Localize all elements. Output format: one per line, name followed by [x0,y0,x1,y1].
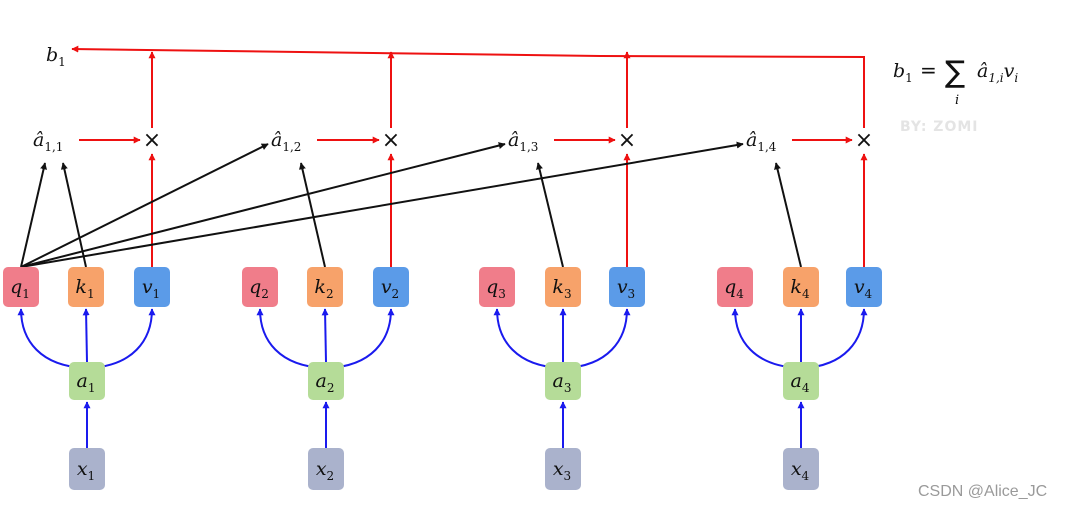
v1-box-label: v1 [142,276,160,301]
a4-box: a4 [783,362,819,400]
a3-box: a3 [545,362,581,400]
score-label-3: â1,3 [508,129,538,154]
score-label-2: â1,2 [271,129,301,154]
a2-box-label: a2 [316,370,335,395]
x4-box-label: x4 [791,458,810,483]
v4-box-label: v4 [854,276,873,301]
v2-box-label: v2 [381,276,399,301]
arrow-k2-to-score2 [299,162,326,268]
multiply-symbol-4: × [855,128,873,153]
arrow-k1-to-score1 [60,162,87,268]
arrow-q1-to-score3 [20,142,506,268]
formula-lhs: b1 [893,60,913,85]
x3-box: x3 [545,448,581,490]
formula-equals: = [920,58,937,82]
arrow-a3-to-q3 [493,308,562,369]
arrow-q1-to-score1 [20,162,47,268]
arrow-a2-to-k2 [321,308,329,363]
q3-box: q3 [479,267,515,307]
x1-box-label: x1 [77,458,95,483]
v3-box: v3 [609,267,645,307]
k4-box-label: k4 [790,276,810,301]
formula-sum-index: i [955,93,959,108]
arrow-a2-to-v2 [327,308,395,369]
a3-box-label: a3 [553,370,572,395]
q4-box-label: q4 [724,276,744,301]
x2-box: x2 [308,448,344,490]
q2-box: q2 [242,267,278,307]
arrow-a1-to-k1 [82,308,90,363]
arrow-a1-to-q1 [17,308,86,369]
arrow-q1-to-score4 [20,141,744,268]
edges-layer [17,45,868,448]
k2-box-label: k2 [314,276,333,301]
source-watermark: CSDN @Alice_JC [918,483,1047,500]
multiply-symbol-2: × [382,128,400,153]
x3-box-label: x3 [553,458,571,483]
arrow-a3-to-v3 [564,308,631,369]
v2-box: v2 [373,267,409,307]
multiply-symbol-1: × [143,128,161,153]
a1-box: a1 [69,362,105,400]
k2-box: k2 [307,267,343,307]
x2-box-label: x2 [316,458,334,483]
arrow-a4-to-q4 [731,308,800,369]
x4-box: x4 [783,448,819,490]
q2-box-label: q2 [249,276,269,301]
score-label-4: â1,4 [746,129,777,154]
x1-box: x1 [69,448,105,490]
q1-box: q1 [3,267,39,307]
score-label-1: â1,1 [33,129,63,154]
arrow-a1-to-v1 [88,308,156,369]
q3-box-label: q3 [486,276,506,301]
multiply-symbol-3: × [618,128,636,153]
arrow-a4-to-v4 [802,308,868,369]
arrow-sum-to-b1 [71,45,865,128]
k3-box-label: k3 [552,276,571,301]
k1-box: k1 [68,267,104,307]
arrow-k4-to-score4 [774,162,802,268]
v3-box-label: v3 [617,276,635,301]
arrow-a2-to-q2 [256,308,325,369]
a4-box-label: a4 [791,370,810,395]
author-watermark: BY: ZOMI [900,119,979,135]
arrow-q1-to-score2 [20,143,269,268]
k4-box: k4 [783,267,819,307]
nodes-layer: q1 k1 v1 a1 x1 â1,1 × q2 k2 v2 a2 x2 â1,2 × q3 k3 v3 a3 x3… [3,128,882,490]
formula-sum-symbol: ∑ [945,55,965,90]
a1-box-label: a1 [77,370,96,395]
arrow-k3-to-score3 [536,162,564,268]
k3-box: k3 [545,267,581,307]
formula-term: â1,ivi [977,60,1018,85]
v1-box: v1 [134,267,170,307]
v4-box: v4 [846,267,882,307]
output-label-b1: b1 [46,44,66,69]
attention-formula: b1 = ∑ i â1,ivi [893,55,1018,108]
a2-box: a2 [308,362,344,400]
q1-box-label: q1 [10,276,30,301]
k1-box-label: k1 [75,276,94,301]
q4-box: q4 [717,267,753,307]
